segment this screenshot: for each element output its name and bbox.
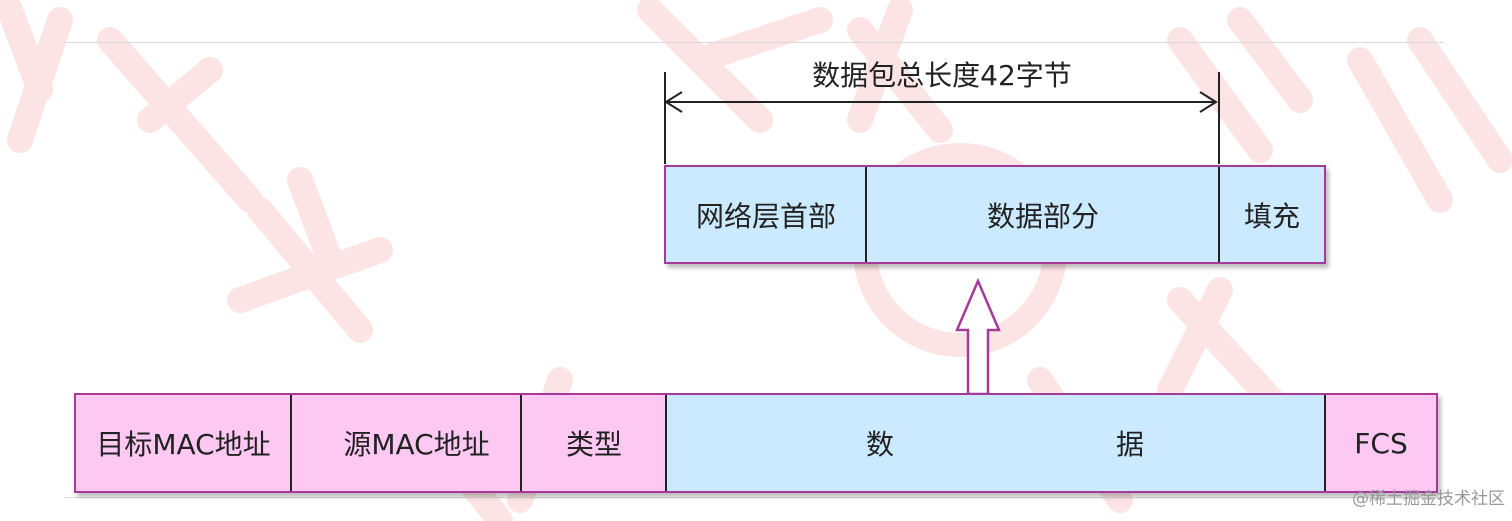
frame-divider-2 — [520, 395, 522, 491]
bottom-separator-line — [64, 497, 1444, 498]
frame-divider-3 — [665, 395, 667, 491]
packet-divider-2 — [1218, 167, 1220, 262]
source-credit: @稀土掘金技术社区 — [1352, 488, 1505, 509]
fcs-field: FCS — [1354, 426, 1408, 460]
destination-mac-field: 目标MAC地址 — [96, 428, 271, 461]
frame-data-label-1: 数 — [865, 428, 894, 461]
frame-divider-1 — [290, 395, 292, 491]
length-bracket-right — [1218, 72, 1220, 164]
top-separator-line — [64, 42, 1444, 43]
length-bracket-left — [664, 72, 666, 164]
padding-field: 填充 — [1243, 199, 1300, 233]
data-part-field: 数据部分 — [986, 199, 1099, 233]
frame-data-area — [666, 395, 1325, 491]
source-mac-field: 源MAC地址 — [343, 428, 490, 461]
network-header-field: 网络层首部 — [695, 199, 836, 233]
length-double-arrow — [664, 91, 1218, 113]
frame-data-label-2: 据 — [1115, 428, 1144, 461]
total-length-label: 数据包总长度42字节 — [812, 59, 1072, 92]
packet-divider-1 — [865, 167, 867, 262]
type-field: 类型 — [565, 428, 622, 461]
network-packet — [664, 165, 1326, 264]
encapsulation-up-arrow — [955, 278, 1001, 396]
frame-divider-4 — [1324, 395, 1326, 491]
